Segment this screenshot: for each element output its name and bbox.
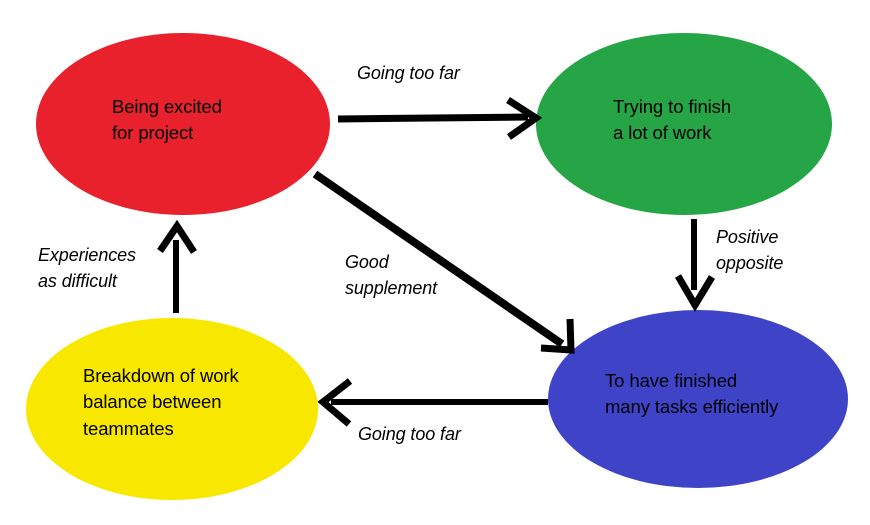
edge-label-red-to-blue: Good supplement: [345, 252, 438, 299]
node-ellipse-yellow[interactable]: [26, 318, 318, 500]
arrow-head: [674, 274, 715, 312]
edge-label-green-to-blue: Positive opposite: [716, 227, 784, 274]
arrow-head: [540, 318, 575, 354]
node-ellipse-blue[interactable]: [548, 310, 848, 488]
arrow-head: [506, 97, 543, 140]
arrow-blue-to-yellow[interactable]: [317, 378, 548, 427]
arrow-shaft: [337, 113, 529, 123]
edge-label-red-to-green: Going too far: [357, 63, 460, 83]
arrow-yellow-to-red[interactable]: [157, 219, 197, 313]
arrow-head: [317, 378, 353, 427]
arrow-head: [157, 219, 197, 254]
arrow-red-to-green[interactable]: [337, 97, 543, 140]
edge-label-yellow-to-red: Experiences as difficult: [38, 245, 136, 292]
arrow-shaft: [312, 170, 565, 348]
node-ellipse-green[interactable]: [536, 33, 832, 215]
arrow-green-to-blue[interactable]: [674, 219, 715, 312]
arrow-red-to-blue[interactable]: [312, 170, 575, 354]
edge-label-blue-to-yellow: Going too far: [358, 424, 461, 444]
node-ellipse-red[interactable]: [36, 33, 330, 215]
